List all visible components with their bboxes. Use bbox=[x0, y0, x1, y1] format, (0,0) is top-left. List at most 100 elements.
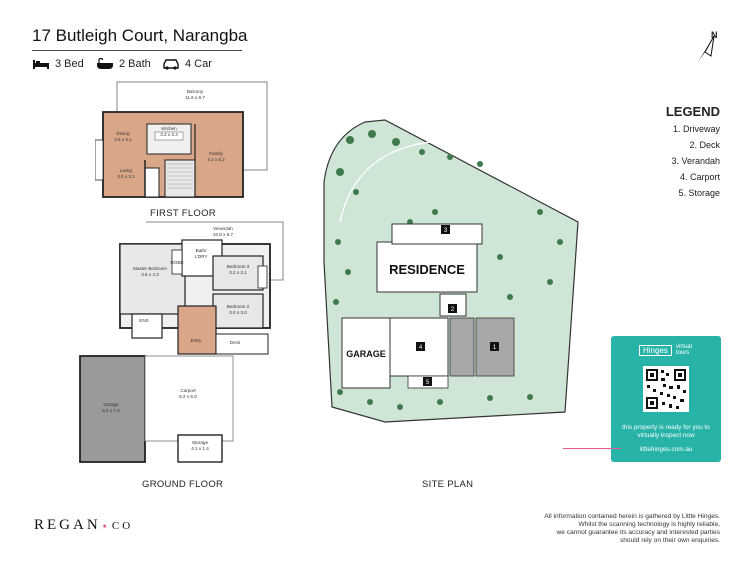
bedroom-3-label: Bedroom 3 bbox=[227, 264, 250, 269]
stair-area bbox=[164, 159, 196, 198]
bedroom-3-size: 3.2 x 3.1 bbox=[229, 270, 247, 275]
legend-title: LEGEND bbox=[665, 104, 720, 119]
disclaimer-line: should rely on their own enquiries. bbox=[619, 537, 720, 544]
first-floor-plan: Balcony 11.6 x 6.7 Dining 3.6 x 3.1 Kitc… bbox=[95, 81, 268, 198]
storage-room bbox=[177, 434, 223, 463]
qr-code-icon bbox=[646, 369, 686, 409]
disclaimer-text: All information contained herein is gath… bbox=[490, 513, 720, 545]
driveway-part-1 bbox=[449, 317, 475, 377]
ground-floor-plan: Verandah 10.8 x 5.7 Bath/ L'DRY Master B… bbox=[79, 221, 284, 463]
garage-label: Garage bbox=[103, 402, 119, 407]
virtual-tour-card[interactable]: Hinges virtual tours this property is re… bbox=[611, 336, 721, 462]
legend-item-driveway: 1. Driveway bbox=[672, 124, 720, 134]
residence-label: RESIDENCE bbox=[389, 262, 465, 277]
marker-3-label: 3 bbox=[444, 228, 448, 234]
verandah-label: Verandah bbox=[213, 226, 233, 231]
bedroom-2-size: 3.0 x 3.0 bbox=[229, 310, 247, 315]
garage-building bbox=[341, 317, 391, 389]
first-floor-title: FIRST FLOOR bbox=[150, 208, 216, 219]
bedroom-2 bbox=[212, 293, 264, 329]
balcony-label: Balcony bbox=[187, 89, 204, 94]
entry-label: Entry bbox=[191, 338, 202, 343]
kitchen-size: 3.2 x 3.4 bbox=[160, 132, 178, 137]
bed-icon bbox=[33, 60, 49, 69]
carport-label: Carport bbox=[180, 388, 196, 393]
dining-label: Dining bbox=[116, 131, 129, 136]
robe-label: ROBE bbox=[170, 260, 183, 265]
marker-2-label: 2 bbox=[451, 307, 455, 313]
compass-north-label: N bbox=[711, 30, 718, 40]
storage-size: 4.1 x 1.4 bbox=[191, 446, 209, 451]
bath-label: Bath/ bbox=[196, 248, 207, 253]
dining-size: 3.6 x 3.1 bbox=[114, 137, 132, 142]
storage-label: Storage bbox=[192, 440, 209, 445]
master-label: Master Bedroom bbox=[133, 266, 167, 271]
robe-1 bbox=[171, 249, 183, 275]
marker-5 bbox=[423, 377, 432, 386]
car-feature: 4 Car bbox=[162, 58, 212, 70]
ensuite bbox=[131, 313, 163, 339]
virtual-tour-message: this property is ready for you to virtua… bbox=[622, 424, 710, 439]
robe-2 bbox=[257, 265, 268, 289]
kitchen-island bbox=[154, 131, 184, 141]
bedroom-3 bbox=[212, 255, 264, 291]
legend-item-carport: 4. Carport bbox=[679, 172, 720, 182]
carport-size: 6.2 x 6.0 bbox=[179, 394, 197, 399]
verandah-building bbox=[391, 223, 483, 245]
living-label: Living bbox=[120, 168, 132, 173]
disclaimer-line: Whilst the scanning technology is highly… bbox=[578, 521, 720, 528]
virtual-tour-brand: Hinges virtual tours bbox=[639, 344, 704, 356]
master-size: 3.6 x 4.3 bbox=[141, 272, 159, 277]
bed-feature: 3 Bed bbox=[32, 58, 84, 70]
bed-count: 3 Bed bbox=[55, 58, 84, 70]
marker-5-label: 5 bbox=[426, 380, 430, 386]
title-divider bbox=[32, 50, 242, 51]
entry-area bbox=[177, 305, 217, 355]
car-count: 4 Car bbox=[185, 58, 212, 70]
accent-line bbox=[563, 448, 621, 449]
bath-icon bbox=[97, 58, 113, 69]
marker-3 bbox=[441, 225, 450, 234]
marker-4 bbox=[416, 342, 425, 351]
qr-code[interactable] bbox=[643, 366, 689, 412]
verandah-size: 10.8 x 5.7 bbox=[213, 232, 234, 237]
marker-2 bbox=[448, 304, 457, 313]
tree-cluster bbox=[333, 130, 563, 410]
site-plan: 3 2 4 1 5 RESIDENCE GARAGE bbox=[323, 119, 579, 423]
living-size: 3.0 x 3.1 bbox=[117, 174, 135, 179]
carport-area bbox=[144, 355, 234, 442]
legend-item-storage: 5. Storage bbox=[678, 188, 720, 198]
hinges-logo: Hinges bbox=[639, 344, 672, 356]
site-plan-title: SITE PLAN bbox=[422, 479, 474, 490]
bath-count: 2 Bath bbox=[119, 58, 151, 70]
compass-icon bbox=[698, 35, 715, 62]
family-size: 4.2 x 6.2 bbox=[207, 157, 225, 162]
powder-room bbox=[144, 167, 160, 198]
bedroom-2-label: Bedroom 2 bbox=[227, 304, 250, 309]
marker-4-label: 4 bbox=[419, 345, 423, 351]
laundry-label: L'DRY bbox=[194, 254, 207, 259]
kitchen-label: Kitchen bbox=[161, 126, 177, 131]
residence-building bbox=[376, 241, 478, 293]
disclaimer-line: All information contained herein is gath… bbox=[544, 513, 720, 520]
stair-treads bbox=[167, 163, 193, 189]
legend-item-deck: 2. Deck bbox=[689, 140, 720, 150]
legend-item-verandah: 3. Verandah bbox=[671, 156, 720, 166]
ensuite-label: ENS bbox=[139, 318, 148, 323]
car-icon bbox=[163, 59, 179, 70]
ground-floor-title: GROUND FLOOR bbox=[142, 479, 224, 490]
deck-label: Deck bbox=[230, 340, 241, 345]
garage-size: 5.2 x 7.5 bbox=[102, 408, 120, 413]
garage-site-label: GARAGE bbox=[346, 349, 386, 359]
marker-1-label: 1 bbox=[493, 345, 497, 351]
deck-area bbox=[215, 333, 269, 355]
family-label: Family bbox=[209, 151, 223, 156]
virtual-tour-url[interactable]: littlehinges.com.au bbox=[639, 446, 693, 453]
garage-room bbox=[79, 355, 146, 463]
regan-co-logo: REGAN●CO bbox=[34, 517, 134, 533]
property-address: 17 Butleigh Court, Narangba bbox=[32, 26, 248, 45]
bath-feature: 2 Bath bbox=[96, 58, 151, 70]
marker-1 bbox=[490, 342, 499, 351]
disclaimer-line: we cannot guarantee its accuracy and int… bbox=[556, 529, 720, 536]
virtual-tours-tag: virtual tours bbox=[675, 344, 692, 356]
